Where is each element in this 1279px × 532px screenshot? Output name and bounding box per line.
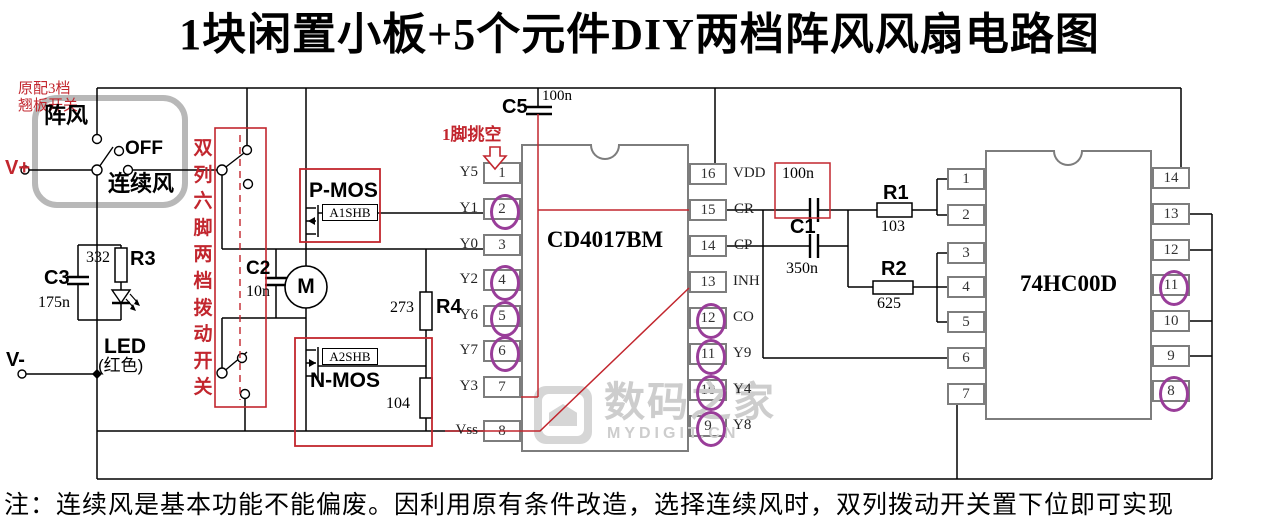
- dip-switch-vertical-label: 双列 六脚 两档 拨动 开关: [193, 138, 213, 399]
- hc00-name: 74HC00D: [1019, 271, 1118, 296]
- r104-value: 104: [386, 395, 410, 412]
- cd4017-pin-13: 13: [689, 271, 727, 293]
- nmos-part-number: A2SHB: [322, 348, 378, 365]
- pin-label-cp: CP: [734, 237, 753, 253]
- hc00-pin-7: 7: [947, 383, 985, 405]
- resistor-r2: [872, 280, 914, 295]
- highlight-ellipse-pin10: [696, 375, 726, 411]
- hc00-pin-12: 12: [1152, 239, 1190, 261]
- pin-label-y6: Y6: [459, 307, 478, 323]
- highlight-ellipse-pin12: [696, 303, 726, 339]
- cd4017-name: CD4017BM: [546, 227, 664, 252]
- nmos-label: N-MOS: [310, 369, 380, 392]
- c1-value: 350n: [786, 260, 818, 277]
- cd4017-pin-3: 3: [483, 234, 521, 256]
- page-title: 1块闲置小板+5个元件DIY两档阵风风扇电路图: [179, 10, 1100, 59]
- hc00-pin-5: 5: [947, 311, 985, 333]
- pin-label-y5: Y5: [459, 164, 478, 180]
- rocker-off-label: OFF: [125, 138, 163, 159]
- pin-label-co: CO: [733, 309, 754, 325]
- c2-label: C2: [246, 258, 271, 279]
- pin-label-y8: Y8: [733, 417, 752, 433]
- hc00-pin-9: 9: [1152, 345, 1190, 367]
- chip-notch-icon: [1053, 150, 1083, 166]
- cd4017-pin-14: 14: [689, 235, 727, 257]
- led-color-label: (红色): [98, 356, 144, 375]
- r3-label: R3: [130, 248, 156, 270]
- c1-label: C1: [790, 216, 816, 238]
- c3-label: C3: [44, 267, 70, 289]
- watermark-logo: [534, 386, 592, 444]
- v-plus-terminal-label: V+: [5, 157, 31, 179]
- highlight-ellipse-pin11: [696, 339, 726, 375]
- cd4017-pin-16: 16: [689, 163, 727, 185]
- motor-label: M: [297, 275, 315, 298]
- hc00-pin-13: 13: [1152, 203, 1190, 225]
- c3-value: 175n: [38, 294, 70, 311]
- r3-value: 332: [86, 249, 110, 266]
- resistor-r3: [114, 247, 128, 283]
- hc00-pin-6: 6: [947, 347, 985, 369]
- pin-label-inh: INH: [733, 273, 760, 289]
- c2-value: 10n: [246, 283, 270, 300]
- resistor-104: [419, 377, 433, 419]
- pin-label-y0: Y0: [459, 236, 478, 252]
- rocker-continuous-label: 连续风: [108, 171, 175, 196]
- pin-label-cr: CR: [734, 201, 755, 217]
- highlight-ellipse-pin2: [490, 194, 520, 230]
- cd4017-pin-15: 15: [689, 199, 727, 221]
- v-minus-terminal-label: V-: [6, 349, 25, 371]
- cd4017-pin-7: 7: [483, 376, 521, 398]
- highlight-ellipse-hc11: [1159, 270, 1189, 306]
- hc00-pin-4: 4: [947, 276, 985, 298]
- r1-label: R1: [883, 182, 909, 204]
- hc00-pin-1: 1: [947, 168, 985, 190]
- highlight-ellipse-pin4: [490, 265, 520, 301]
- led-icon: [110, 289, 140, 311]
- nmos-arrow-icon: [309, 359, 316, 367]
- rocker-gust-label: 阵风: [44, 103, 89, 128]
- pin-label-y3: Y3: [459, 378, 478, 394]
- hc00-pin-3: 3: [947, 242, 985, 264]
- highlight-ellipse-pin6: [490, 336, 520, 372]
- resistor-r4: [419, 291, 433, 331]
- pin1-floating-note: 1脚挑空: [442, 125, 502, 144]
- pin-label-y7: Y7: [459, 342, 478, 358]
- highlight-ellipse-pin9: [696, 411, 726, 447]
- pin-label-y4: Y4: [733, 381, 752, 397]
- c5-value: 100n: [542, 88, 572, 104]
- r2-label: R2: [881, 258, 907, 280]
- pmos-part-number: A1SHB: [322, 204, 378, 221]
- r1-value: 103: [881, 218, 905, 235]
- highlight-ellipse-pin5: [490, 301, 520, 337]
- pin-label-y1: Y1: [459, 200, 478, 216]
- pmos-arrow-icon: [308, 217, 315, 225]
- orig-switch-note-line1: 原配3档: [18, 81, 71, 97]
- led-label: LED: [104, 335, 146, 358]
- pin-label-vss: Vss: [455, 422, 478, 438]
- hc00-pin-2: 2: [947, 204, 985, 226]
- highlight-ellipse-hc8: [1159, 376, 1189, 412]
- pin-label-y9: Y9: [733, 345, 752, 361]
- hc00-pin-10: 10: [1152, 310, 1190, 332]
- pin-label-vdd: VDD: [733, 165, 766, 181]
- chip-notch-icon: [590, 144, 620, 160]
- hc00-pin-14: 14: [1152, 167, 1190, 189]
- cd4017-pin-1: 1: [483, 162, 521, 184]
- pmos-label: P-MOS: [309, 179, 378, 202]
- resistor-r1: [876, 202, 913, 218]
- r2-value: 625: [877, 295, 901, 312]
- footnote: 注：连续风是基本功能不能偏废。因利用原有条件改造，选择连续风时，双列拨动开关置下…: [4, 492, 1175, 519]
- cd4017-pin-8: 8: [483, 420, 521, 442]
- cap-100n-value: 100n: [782, 165, 814, 182]
- pin-label-y2: Y2: [459, 271, 478, 287]
- r4-value: 273: [390, 299, 414, 316]
- c5-label: C5: [502, 96, 528, 118]
